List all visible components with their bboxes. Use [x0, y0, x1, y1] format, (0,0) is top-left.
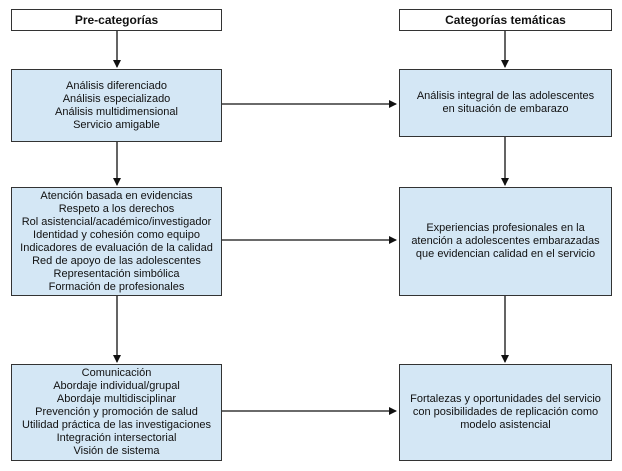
pre-category-item: Análisis especializado [62, 92, 171, 105]
pre-category-item: Análisis multidimensional [55, 105, 178, 118]
thematic-categories-header-label: Categorías temáticas [445, 13, 566, 27]
thematic-category-text: Experiencias profesionales en la atenció… [411, 222, 600, 260]
pre-category-item: Indicadores de evaluación de la calidad [20, 241, 213, 254]
pre-category-item: Abordaje individual/grupal [53, 380, 180, 392]
pre-category-item: Comunicación [81, 367, 152, 379]
pre-category-item: Prevención y promoción de salud [35, 406, 198, 418]
pre-category-item: Visión de sistema [73, 445, 160, 457]
pre-category-item: Servicio amigable [73, 118, 160, 131]
pre-category-item: Rol asistencial/académico/investigador [21, 215, 212, 228]
thematic-category-box-1: Análisis integral de las adolescentes en… [399, 69, 612, 137]
pre-categories-header-label: Pre-categorías [74, 13, 159, 27]
pre-category-box-1: Análisis diferenciado Análisis especiali… [11, 69, 222, 142]
pre-category-item: Integración intersectorial [56, 432, 177, 444]
pre-category-item: Red de apoyo de las adolescentes [32, 254, 201, 267]
thematic-category-box-2: Experiencias profesionales en la atenció… [399, 187, 612, 296]
pre-category-box-3: Comunicación Abordaje individual/grupal … [11, 364, 222, 461]
pre-category-item: Utilidad práctica de las investigaciones [22, 419, 211, 431]
pre-category-item: Formación de profesionales [48, 280, 185, 293]
pre-category-item: Identidad y cohesión como equipo [33, 228, 200, 241]
thematic-category-box-3: Fortalezas y oportunidades del servicio … [399, 364, 612, 461]
thematic-categories-header: Categorías temáticas [399, 9, 612, 31]
pre-category-item: Atención basada en evidencias [40, 189, 193, 202]
pre-category-box-2: Atención basada en evidencias Respeto a … [11, 187, 222, 296]
pre-category-item: Abordaje multidisciplinar [56, 393, 177, 405]
thematic-category-text: Análisis integral de las adolescentes en… [416, 90, 595, 115]
pre-categories-header: Pre-categorías [11, 9, 222, 31]
pre-category-item: Análisis diferenciado [66, 79, 167, 92]
pre-category-item: Respeto a los derechos [58, 202, 175, 215]
pre-category-item: Representación simbólica [53, 267, 180, 280]
thematic-category-text: Fortalezas y oportunidades del servicio … [410, 393, 601, 431]
